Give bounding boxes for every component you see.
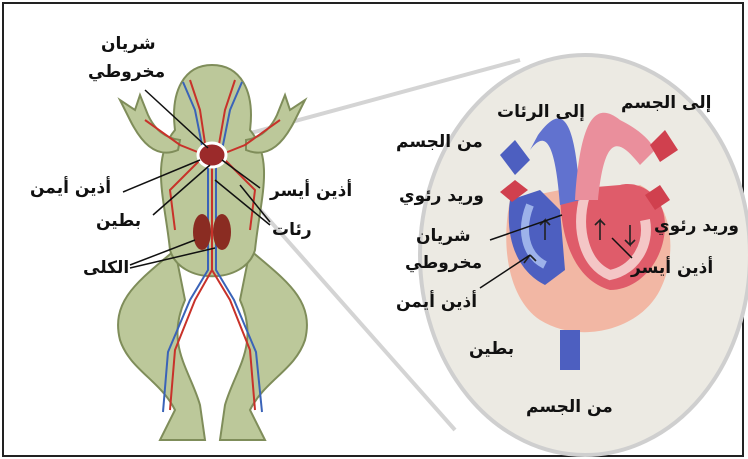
kidney-right	[213, 214, 231, 250]
frog-label-conus-1: شريان	[101, 34, 156, 54]
heart-label-from-body-top: من الجسم	[396, 132, 483, 152]
heart-label-pulmonary-vein-left: وريد رئوي	[399, 186, 484, 206]
frog-label-kidneys: الكلى	[83, 258, 129, 278]
frog-label-lungs: رئات	[272, 220, 312, 240]
heart-label-left-atrium: أذين أيسر	[631, 258, 713, 278]
heart-label-to-body: إلى الجسم	[621, 93, 711, 113]
heart-label-right-atrium: أذين أيمن	[396, 292, 477, 312]
frog-label-conus-2: مخروطي	[88, 62, 165, 82]
frog-heart	[198, 143, 226, 167]
heart-label-from-body-bottom: من الجسم	[526, 397, 613, 417]
heart-label-conus-1: شريان	[416, 226, 471, 246]
frog-illustration	[118, 65, 307, 440]
heart-label-conus-2: مخروطي	[405, 253, 482, 273]
frog-label-left-atrium: أذين أيسر	[270, 181, 352, 201]
frog-label-right-atrium: أذين أيمن	[30, 178, 111, 198]
heart-label-ventricle: بطين	[469, 339, 514, 359]
vena-cava-bottom	[560, 330, 580, 370]
kidney-left	[193, 214, 211, 250]
frog-label-ventricle: بطين	[96, 211, 141, 231]
heart-label-pulmonary-vein-right: وريد رئوي	[654, 216, 739, 236]
heart-label-to-lungs: إلى الرئات	[497, 102, 585, 122]
